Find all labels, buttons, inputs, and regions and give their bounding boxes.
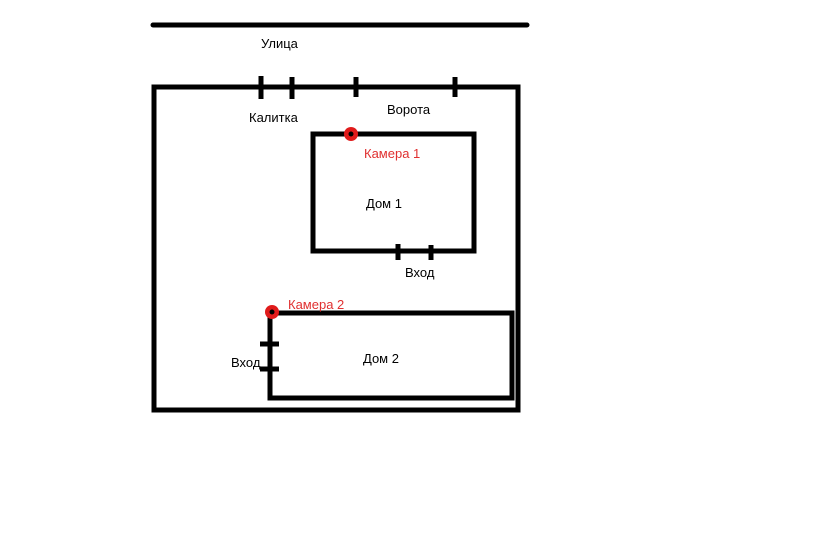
house-1-outline (310, 131, 477, 254)
street-label: Улица (261, 36, 298, 51)
gate-label: Ворота (387, 102, 431, 117)
house-2-label: Дом 2 (363, 351, 399, 366)
house-2-entrance-label: Вход (231, 355, 261, 370)
house-1-label: Дом 1 (366, 196, 402, 211)
house-2-outline (267, 310, 515, 401)
camera-1-marker (344, 127, 358, 141)
house-1-entrance-label: Вход (405, 265, 435, 280)
wicket-label: Калитка (249, 110, 298, 125)
camera-2-label: Камера 2 (288, 297, 345, 312)
camera-2-marker (265, 305, 279, 319)
plot-fence (151, 84, 521, 413)
camera-1-label: Камера 1 (364, 146, 421, 161)
